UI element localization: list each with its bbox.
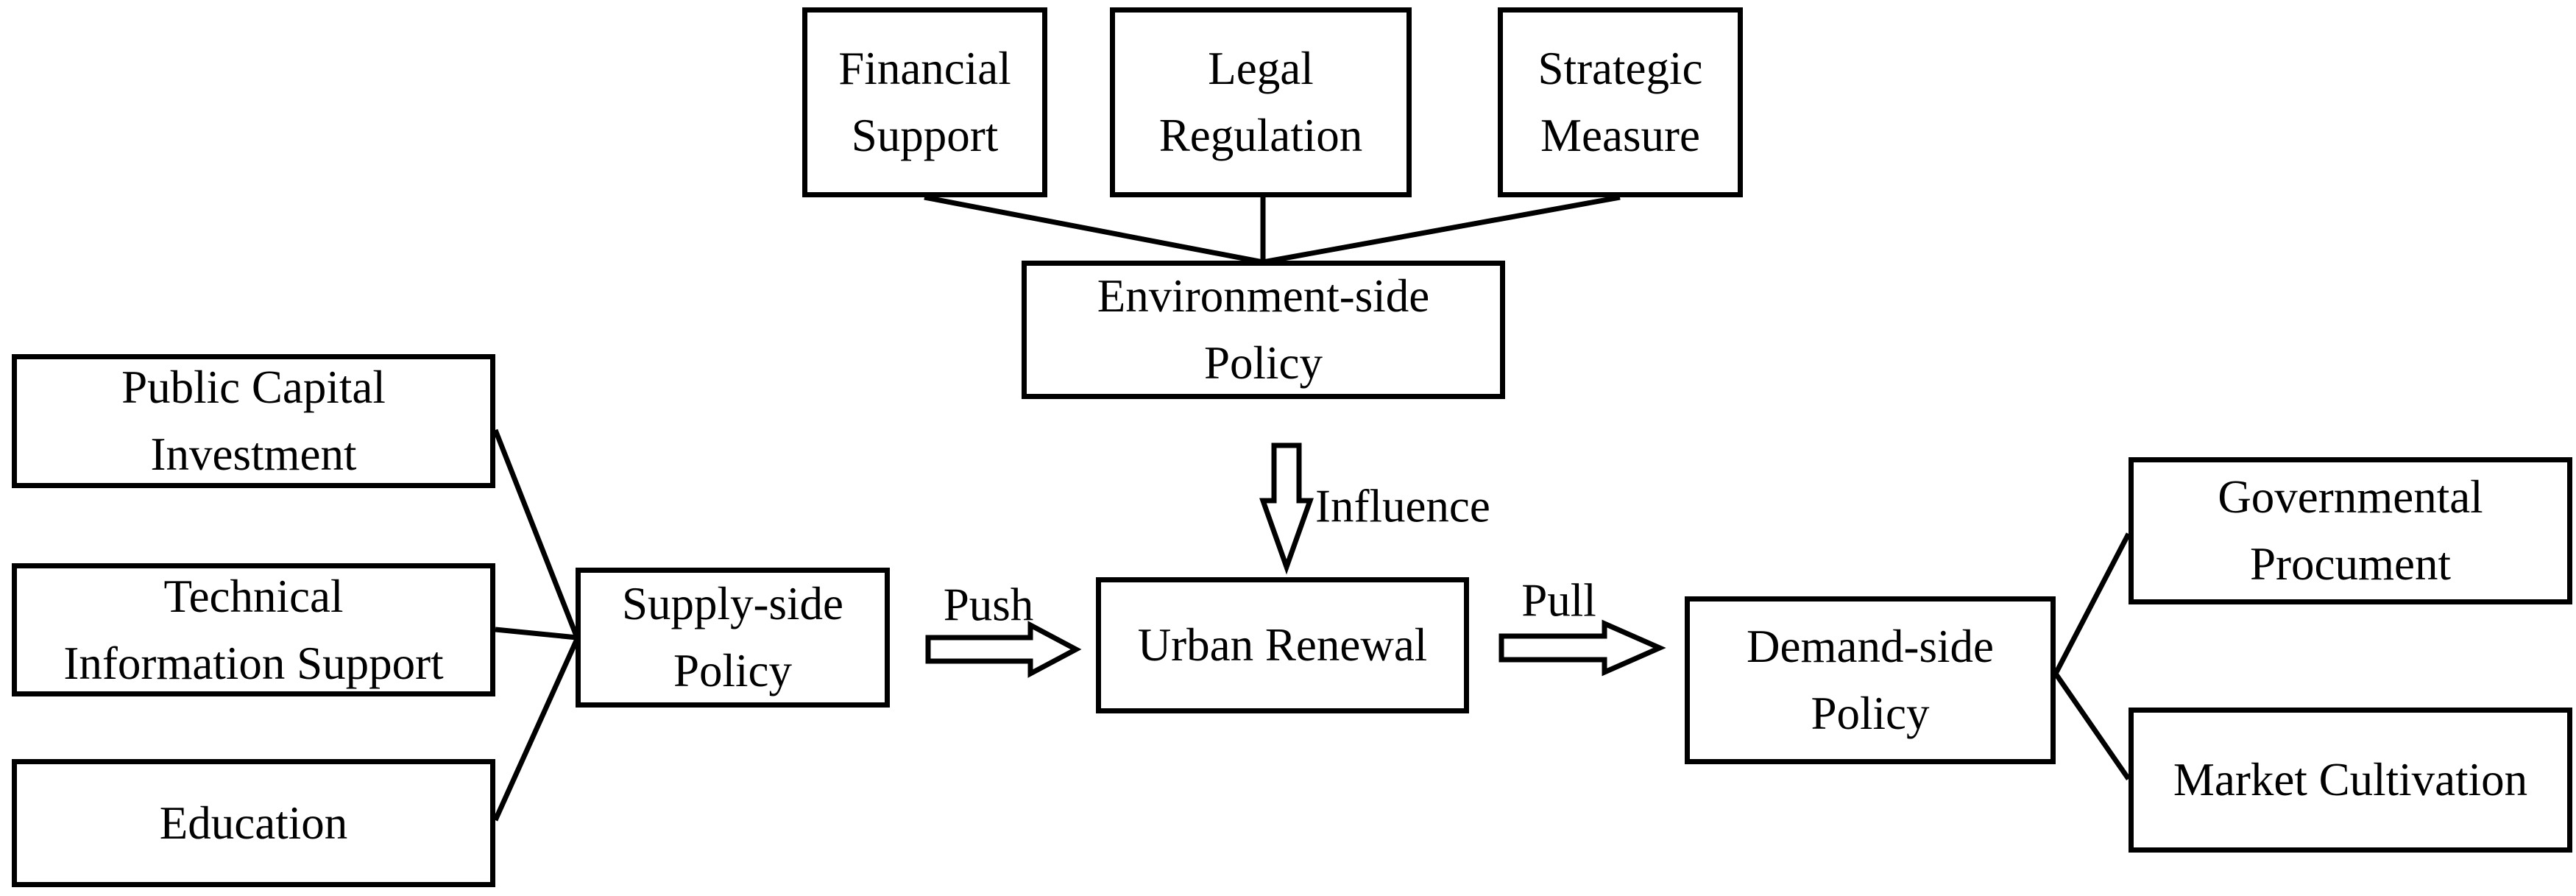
connector-public-capital-to-supply-policy xyxy=(492,428,580,639)
connector-education-to-supply-policy xyxy=(492,638,580,822)
edge-label-push: Push xyxy=(943,579,1034,631)
node-urban-renewal: Urban Renewal xyxy=(1096,577,1469,713)
edge-label-pull: Pull xyxy=(1521,574,1596,627)
node-governmental-procument: Governmental Procument xyxy=(2129,457,2572,604)
connector-financial-support-to-environment-policy xyxy=(924,194,1264,265)
influence-down-arrow-icon xyxy=(1259,442,1314,575)
node-demand-side-policy: Demand-side Policy xyxy=(1685,596,2056,764)
edge-label-influence: Influence xyxy=(1315,480,1490,532)
node-legal-regulation: Legal Regulation xyxy=(1110,7,1412,197)
node-environment-side-policy: Environment-side Policy xyxy=(1022,261,1505,399)
node-strategic-measure: Strategic Measure xyxy=(1498,7,1743,197)
node-supply-side-policy: Supply-side Policy xyxy=(576,568,890,708)
node-financial-support: Financial Support xyxy=(802,7,1047,197)
node-market-cultivation: Market Cultivation xyxy=(2129,708,2572,853)
node-education: Education xyxy=(12,759,495,887)
node-public-capital-investment: Public Capital Investment xyxy=(12,354,495,488)
connector-strategic-measure-to-environment-policy xyxy=(1262,194,1621,265)
push-right-arrow-icon xyxy=(925,621,1082,678)
connector-demand-policy-to-market-cultivation xyxy=(2053,672,2131,780)
node-technical-information-support: Technical Information Support xyxy=(12,563,495,696)
connector-demand-policy-to-governmental-procument xyxy=(2053,532,2131,675)
connector-technical-info-to-supply-policy xyxy=(495,627,578,641)
pull-right-arrow-icon xyxy=(1498,619,1666,677)
